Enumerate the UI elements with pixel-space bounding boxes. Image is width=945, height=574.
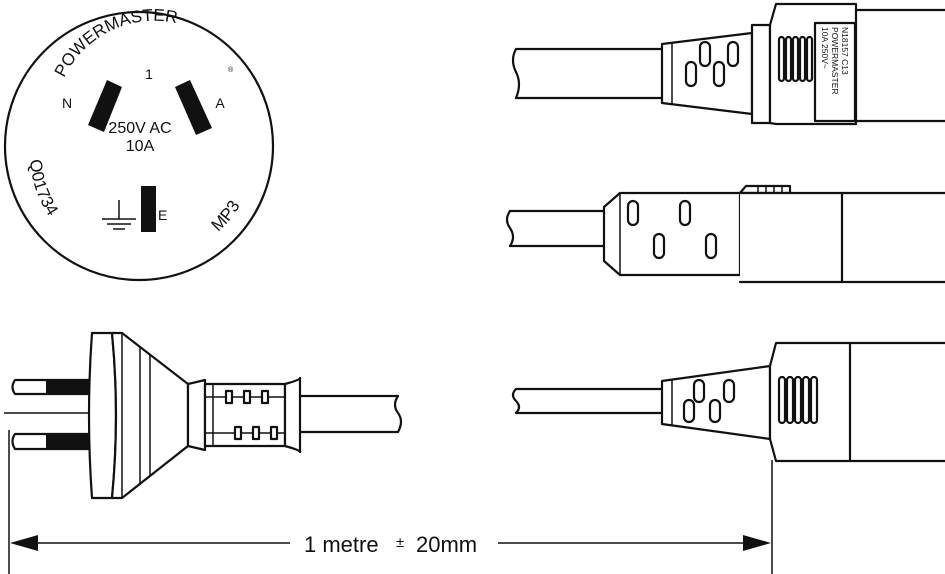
rating-label-text: N18157 C13 POWERMASTER 10A 250V~	[820, 27, 850, 95]
relief-notch	[233, 425, 243, 441]
cord-break	[511, 47, 521, 100]
plug-pin-bottom-sleeve	[46, 434, 92, 449]
relief-notch	[260, 389, 270, 405]
cord-break	[511, 387, 521, 415]
rating-label-box	[813, 21, 857, 123]
sleeve-slot	[692, 378, 706, 404]
connector-top-view: N18157 C13 POWERMASTER 10A 250V~	[511, 2, 945, 126]
pin-neutral-label: N	[62, 95, 72, 111]
relief-notch	[251, 425, 261, 441]
approval-number: Q01734	[26, 158, 62, 219]
sleeve-slot	[726, 40, 740, 68]
brand-text: POWERMASTER	[51, 6, 179, 80]
earth-pin-slot	[141, 186, 156, 232]
dimension-arrow-right-icon	[743, 535, 771, 551]
sleeve-slot	[682, 398, 696, 424]
plug-face-view: POWERMASTER ® 1 N A E 250V AC 10A Q01734…	[3, 6, 275, 282]
connector-sleeve-side	[602, 191, 742, 277]
rating-label-line2: POWERMASTER	[830, 27, 840, 95]
pin-earth-label: E	[158, 207, 167, 223]
sleeve-slot	[722, 378, 736, 404]
grip-ribs	[777, 375, 819, 425]
relief-tip	[283, 376, 302, 454]
plug-side-view	[4, 331, 403, 500]
pin-active-label: A	[215, 95, 225, 111]
dimension-arrow-left-icon	[10, 535, 38, 551]
relief-notch	[269, 425, 279, 441]
dimension-tolerance-sign: ±	[396, 534, 404, 551]
connector-body-side	[738, 191, 844, 284]
plug-rim	[87, 331, 118, 500]
grip-ribs	[777, 35, 814, 83]
sleeve-slot	[704, 232, 718, 260]
active-pin-slot	[175, 80, 212, 135]
plug-pin-top-sleeve	[46, 380, 92, 394]
current-rating: 10A	[126, 138, 155, 155]
model-number: MP3	[208, 197, 244, 235]
sleeve-slot	[626, 199, 640, 227]
sleeve-collar	[750, 23, 772, 125]
cord-break	[393, 394, 403, 434]
dimension-tolerance: 20mm	[416, 532, 477, 557]
sleeve-slot	[652, 232, 666, 260]
registered-mark: ®	[228, 66, 234, 74]
connector-side-view	[505, 184, 945, 284]
rating-label-line1: N18157 C13	[840, 27, 850, 75]
plug-face-outline	[3, 10, 275, 282]
neutral-pin-slot	[88, 80, 122, 132]
pin-number-label: 1	[145, 66, 153, 82]
sleeve-slot	[678, 199, 692, 227]
connector-face-edge	[854, 8, 945, 123]
dimension-length: 1 metre	[304, 532, 379, 557]
earth-symbol-icon	[102, 200, 136, 230]
sleeve-slot	[684, 60, 698, 88]
cord-break	[505, 209, 515, 248]
connector-bottom-view	[511, 341, 945, 463]
voltage-rating: 250V AC	[108, 120, 171, 137]
sleeve-slot	[698, 40, 712, 68]
sleeve-slot	[712, 60, 726, 88]
relief-notch	[224, 389, 234, 405]
relief-notch	[242, 389, 252, 405]
strain-relief-base	[186, 378, 207, 452]
length-dimension: 1 metre ± 20mm	[8, 430, 773, 574]
sleeve-slot	[708, 398, 722, 424]
rating-label-line3: 10A 250V~	[820, 27, 830, 69]
